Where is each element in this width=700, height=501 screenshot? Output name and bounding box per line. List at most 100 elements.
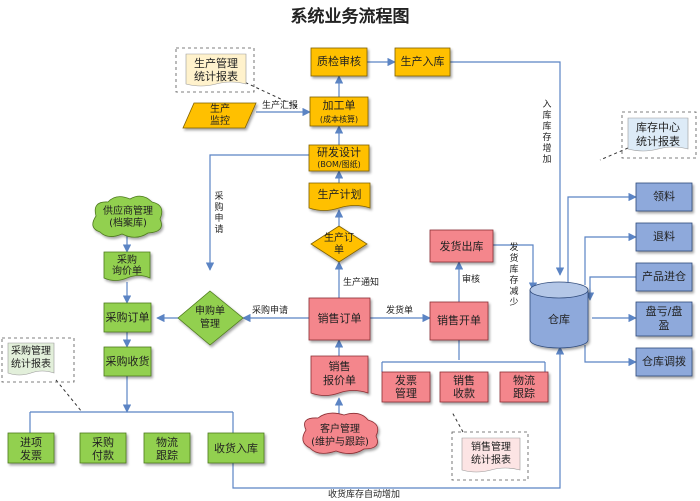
node-yanfa	[308, 144, 370, 172]
node-fapiao-label: 发票	[395, 374, 417, 387]
edge-kcreport	[599, 147, 629, 161]
node-wuliu	[499, 371, 549, 403]
report-sc	[185, 53, 247, 87]
edge-cangku-tuiliao	[584, 232, 637, 285]
node-wuliu-label2: 跟踪	[513, 387, 535, 400]
node-shoukuan	[439, 371, 489, 403]
node-shengchan-ruku-label: 生产入库	[400, 55, 445, 68]
node-shengou-label: 申购单	[195, 306, 225, 317]
node-cg-wuliu-label2: 跟踪	[156, 449, 178, 462]
edge-cangku-diaobo	[584, 345, 637, 367]
node-shengchan-jiankong-label2: 监控	[210, 116, 230, 127]
node-caigou-shouhuo-label: 采购收货	[105, 355, 150, 368]
node-diaobo	[635, 347, 693, 377]
node-shengou-label2: 管理	[200, 319, 220, 330]
node-xunjia-label: 采购	[117, 255, 137, 266]
node-wuliu-label: 物流	[513, 374, 535, 387]
node-baojia	[310, 355, 369, 396]
node-kehu-sub: (维护与跟踪)	[311, 437, 369, 448]
node-jinxiang	[7, 432, 55, 464]
node-shengou	[177, 290, 244, 346]
report-cg-frame	[1, 337, 75, 383]
node-shengchan-jihua-label: 生产计划	[317, 188, 362, 201]
node-shengchan-jiankong	[182, 102, 257, 129]
node-shengchan-jihua	[308, 182, 371, 211]
node-jiagong	[309, 96, 369, 127]
node-baojia-label: 销售	[328, 360, 351, 373]
node-shengchan-ruku	[394, 47, 451, 77]
node-caigou-dingdan-label: 采购订单	[105, 311, 150, 324]
node-diaobo-label: 仓库调拨	[642, 355, 686, 368]
node-tuiliao-label: 退料	[653, 230, 675, 243]
edge-screport	[239, 79, 301, 109]
node-cangku	[529, 281, 589, 349]
node-zhijian	[310, 47, 368, 77]
edge-yanfa-shengou	[205, 154, 309, 271]
node-lingliao	[635, 182, 693, 212]
report-cg	[7, 342, 55, 376]
node-shouhuo-ruku	[207, 432, 265, 464]
edge-label-ruku-zengjia-v: 入库库存增加	[542, 100, 552, 165]
node-kehu-label: 客户管理	[320, 424, 360, 435]
node-lingliao-label: 领料	[653, 190, 675, 203]
node-yanfa-sub: (BOM/图纸)	[317, 160, 361, 169]
node-kehu	[302, 412, 379, 454]
node-yanfa-label: 研发设计	[317, 146, 361, 159]
node-fapiao-label2: 管理	[395, 387, 417, 400]
node-cg-wuliu	[143, 432, 191, 464]
node-zhijian-label: 质检审核	[317, 55, 361, 68]
node-shoukuan-label: 销售	[453, 374, 475, 387]
node-fukuan	[79, 432, 127, 464]
node-fapiao	[381, 371, 431, 403]
node-pankui	[635, 301, 693, 337]
node-fahuo-chuku	[429, 229, 494, 263]
node-jiagong-label: 加工单	[322, 99, 356, 112]
node-fukuan-label2: 付款	[92, 449, 114, 462]
edge-label-caigou-shenqing: 采购申请	[252, 306, 289, 316]
node-shouhuo-ruku-label: 收货入库	[214, 442, 258, 455]
page-title: 系统业务流程图	[290, 7, 410, 27]
node-fahuo-chuku-label: 发货出库	[439, 240, 484, 253]
node-caigou-dingdan	[103, 302, 152, 333]
edge-fahuo-cangku	[493, 244, 538, 291]
node-pankui-label2: 盈	[658, 319, 670, 332]
report-kc-label2: 统计报表	[636, 135, 680, 148]
node-xiaoshou-dingdan	[308, 297, 371, 341]
node-xiaoshou-kaidan-label: 销售开单	[437, 314, 481, 327]
edge-cgreport	[55, 379, 83, 413]
edge-label-fahuo-dan: 发货单	[386, 306, 414, 316]
node-xiaoshou-dingdan-label: 销售订单	[317, 312, 362, 325]
report-kc	[627, 117, 689, 152]
node-tuiliao	[635, 222, 693, 252]
report-kc-label: 库存中心	[636, 121, 680, 134]
edge-label-shouhuo-zengjia: 收货库存自动增加	[328, 490, 401, 500]
node-chanpin-jincang-label: 产品进仓	[642, 270, 686, 283]
report-sc-frame	[175, 47, 255, 93]
edge-label-shengchan-tongzhi: 生产通知	[343, 278, 380, 288]
node-cg-wuliu-label: 物流	[156, 436, 178, 449]
node-chanpin-jincang	[635, 262, 693, 292]
node-baojia-label2: 报价单	[323, 374, 356, 387]
node-shengchan-dingdan	[310, 225, 368, 263]
edge-ruku-cangku	[450, 61, 565, 276]
report-xs-label2: 统计报表	[471, 455, 511, 466]
report-xs	[461, 437, 521, 473]
edge-cangku-lingliao	[567, 192, 637, 283]
report-xs-label: 销售管理	[471, 442, 511, 453]
node-jiagong-sub: (成本核算)	[319, 115, 359, 124]
node-gys	[92, 195, 163, 238]
node-pankui-label: 盘亏/盘	[645, 305, 683, 318]
node-jinxiang-label: 进项	[20, 436, 42, 449]
node-gys-label: 供应商管理	[103, 206, 153, 217]
node-fukuan-label: 采购	[92, 436, 114, 449]
report-sc-label: 生产管理	[194, 57, 238, 70]
edge-cangku-jincang	[585, 276, 636, 301]
node-shengchan-dingdan-label2: 单	[334, 245, 344, 256]
node-shoukuan-label2: 收款	[453, 387, 475, 400]
edge-label-caigou-shenqing-v: 采购申请	[214, 192, 224, 235]
edge-shouhuo-cangku	[232, 346, 565, 489]
edge-label-sc-huibao: 生产汇报	[262, 101, 299, 111]
edge-label-shenhe: 审核	[462, 275, 481, 285]
edge-label-fahuo-jianshao-v: 发货库存减少	[509, 243, 519, 308]
